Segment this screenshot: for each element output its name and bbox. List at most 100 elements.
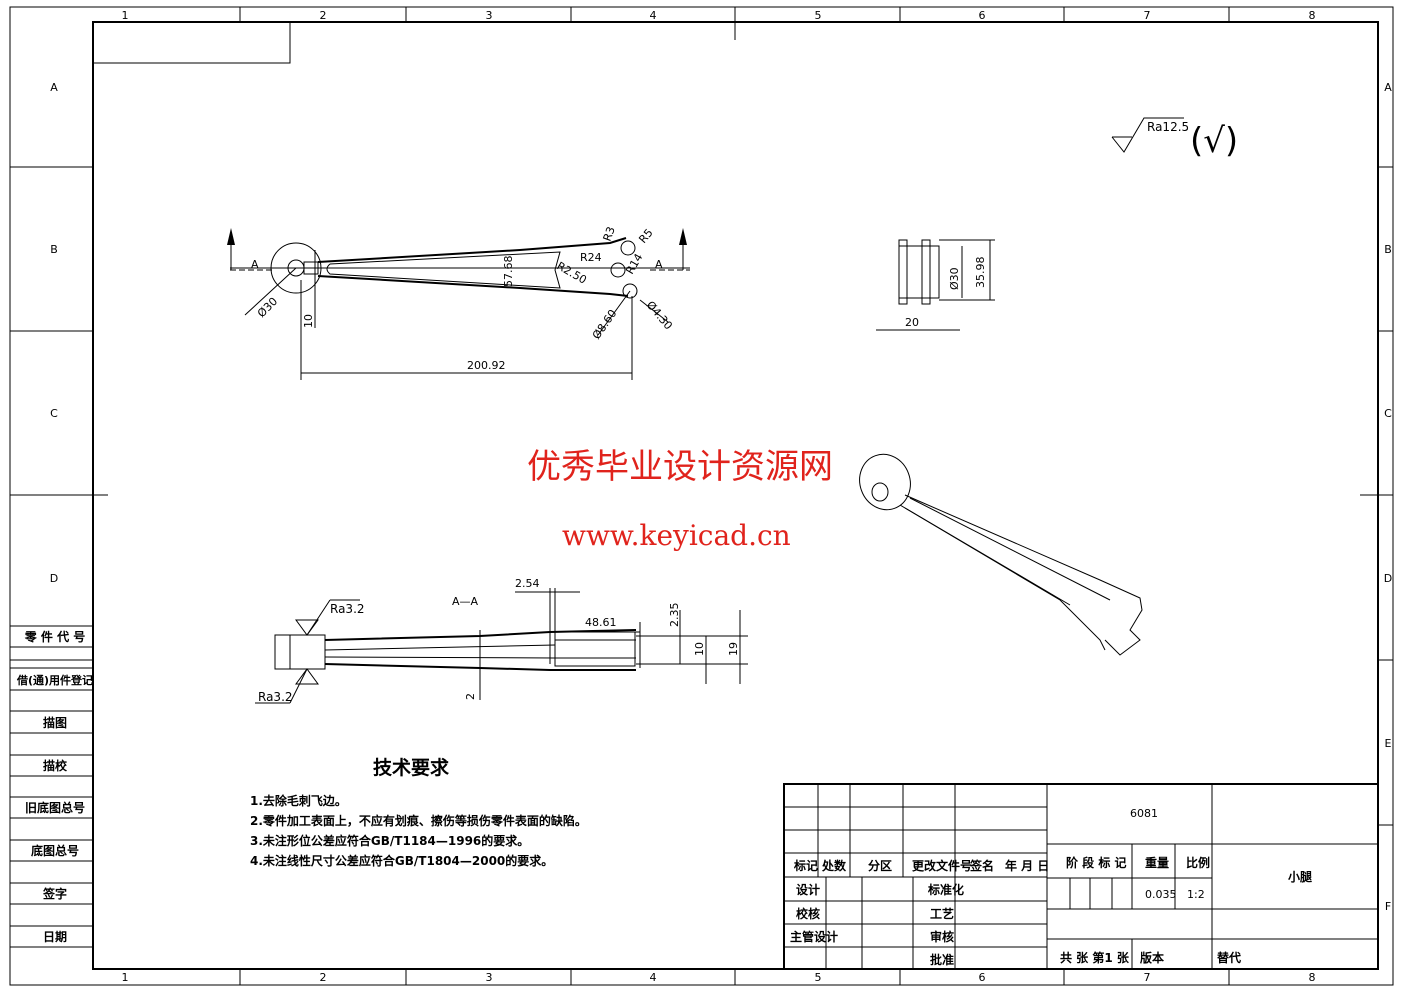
col-label: 3 [486, 971, 493, 984]
tech-req-item: 4.未注线性尺寸公差应符合GB/T1804—2000的要求。 [250, 853, 553, 868]
dim-width: 10 [302, 314, 315, 328]
watermark-url: www.keyicad.cn [562, 519, 791, 552]
row-label: A [50, 81, 58, 94]
col-label: 2 [320, 9, 327, 22]
left-table-label: 日期 [43, 929, 67, 944]
left-table-label: 借(通)用件登记 [16, 673, 93, 687]
ra-bracket: (√) [1190, 121, 1238, 161]
tb-role: 标准化 [927, 882, 964, 897]
technical-requirements: 技术要求 1.去除毛刺飞边。 2.零件加工表面上，不应有划痕、擦伤等损伤零件表面… [250, 756, 587, 868]
front-view: A A 200.92 Ø30 10 57.68 R2.50 R3 R5 R24 … [227, 225, 690, 380]
tb-weight-label: 重量 [1145, 855, 1169, 870]
dim: 48.61 [585, 616, 617, 629]
tb-version: 版本 [1140, 950, 1164, 965]
left-table-label: 旧底图总号 [25, 800, 85, 815]
section-label: A [655, 258, 663, 271]
left-table-label: 零 件 代 号 [24, 629, 86, 644]
tb-material: 6081 [1130, 807, 1158, 820]
tb-header: 分区 [868, 858, 892, 873]
dim: 2 [464, 693, 477, 700]
outer-frame [9, 6, 1394, 986]
ra-value: Ra12.5 [1147, 120, 1189, 134]
top-left-box [92, 21, 291, 64]
col-label: 6 [979, 971, 986, 984]
col-label: 8 [1309, 971, 1316, 984]
dim-diameter: Ø8.60 [590, 307, 620, 342]
isometric-view [859, 453, 1143, 656]
tb-role: 审核 [930, 929, 954, 944]
tb-header: 年 月 日 [1005, 858, 1049, 873]
tb-weight: 0.035 [1145, 888, 1177, 901]
col-label: 4 [650, 971, 657, 984]
row-label: C [50, 407, 58, 420]
left-side-table: 零 件 代 号 借(通)用件登记 描图 描校 旧底图总号 底图总号 签字 日期 [10, 625, 93, 948]
tb-scale-label: 比例 [1186, 855, 1210, 870]
tech-req-item: 2.零件加工表面上，不应有划痕、擦伤等损伤零件表面的缺陷。 [250, 813, 587, 828]
section-view: Ra3.2 Ra3.2 A—A 2.54 48.61 2.35 10 19 2 [255, 577, 748, 704]
col-label: 1 [122, 9, 129, 22]
tb-header: 处数 [821, 858, 847, 873]
ra-label: Ra3.2 [330, 602, 365, 616]
col-label: 3 [486, 9, 493, 22]
dim-width: 20 [905, 316, 919, 329]
dim-height: 35.98 [974, 257, 987, 289]
ra-label: Ra3.2 [258, 690, 293, 704]
title-block: 标记 处数 分区 更改文件号 签名 年 月 日 设计 校核 主管设计 标准化 工… [783, 783, 1379, 970]
col-label: 2 [320, 971, 327, 984]
left-table-label: 底图总号 [31, 843, 79, 858]
dim-diameter: Ø4.30 [644, 299, 675, 333]
dim-radius: R24 [580, 251, 602, 264]
row-label: B [50, 243, 58, 256]
watermark-title: 优秀毕业设计资源网 [527, 447, 833, 487]
section-title: A—A [452, 595, 479, 608]
tb-header: 更改文件号 [912, 858, 972, 873]
tb-scale: 1:2 [1187, 888, 1205, 901]
left-table-label: 描图 [43, 715, 67, 730]
left-table-label: 签字 [42, 886, 67, 901]
dim-radius: R5 [636, 226, 655, 246]
tech-req-item: 3.未注形位公差应符合GB/T1184—1996的要求。 [250, 833, 529, 848]
col-label: 4 [650, 9, 657, 22]
tb-header: 签名 [969, 858, 994, 873]
dim-diameter: Ø30 [948, 267, 961, 290]
dim-length: 200.92 [467, 359, 506, 372]
row-label: A [1384, 81, 1392, 94]
tb-part-name: 小腿 [1288, 869, 1313, 884]
tb-role: 校核 [796, 906, 820, 921]
surface-finish-symbol: Ra12.5 (√) [1111, 117, 1238, 161]
tech-req-title: 技术要求 [373, 756, 450, 779]
tb-header: 标记 [793, 858, 818, 873]
col-label: 5 [815, 9, 822, 22]
dim: 2.54 [515, 577, 540, 590]
row-label: C [1384, 407, 1392, 420]
dim-angle: 57.68 [502, 256, 515, 288]
tb-role: 工艺 [930, 906, 954, 921]
dim: 10 [693, 642, 706, 656]
row-label: D [50, 572, 58, 585]
col-label: 1 [122, 971, 129, 984]
col-label: 8 [1309, 9, 1316, 22]
col-label: 5 [815, 971, 822, 984]
tech-req-item: 1.去除毛刺飞边。 [250, 793, 347, 808]
tb-replace: 替代 [1217, 950, 1241, 965]
side-view: Ø30 35.98 20 [876, 239, 995, 331]
tb-role: 主管设计 [790, 929, 838, 944]
section-label: A [251, 258, 259, 271]
dim: 2.35 [668, 603, 681, 628]
col-label: 7 [1144, 971, 1151, 984]
tb-role: 批准 [930, 952, 954, 967]
left-table-label: 描校 [43, 758, 68, 773]
row-label: F [1385, 900, 1391, 913]
col-label: 6 [979, 9, 986, 22]
col-label: 7 [1144, 9, 1151, 22]
tb-sheets: 共 张 第1 张 [1060, 950, 1130, 965]
tb-stage-label: 阶 段 标 记 [1066, 855, 1127, 870]
tb-role: 设计 [796, 882, 820, 897]
row-label: E [1385, 737, 1392, 750]
dim-diameter: Ø30 [255, 295, 280, 320]
dim: 19 [727, 642, 740, 656]
dim-radius: R3 [601, 225, 618, 243]
zone-markers: 1 2 3 4 5 6 7 8 1 2 3 4 5 6 7 8 A B C D … [10, 7, 1393, 985]
row-label: D [1384, 572, 1392, 585]
